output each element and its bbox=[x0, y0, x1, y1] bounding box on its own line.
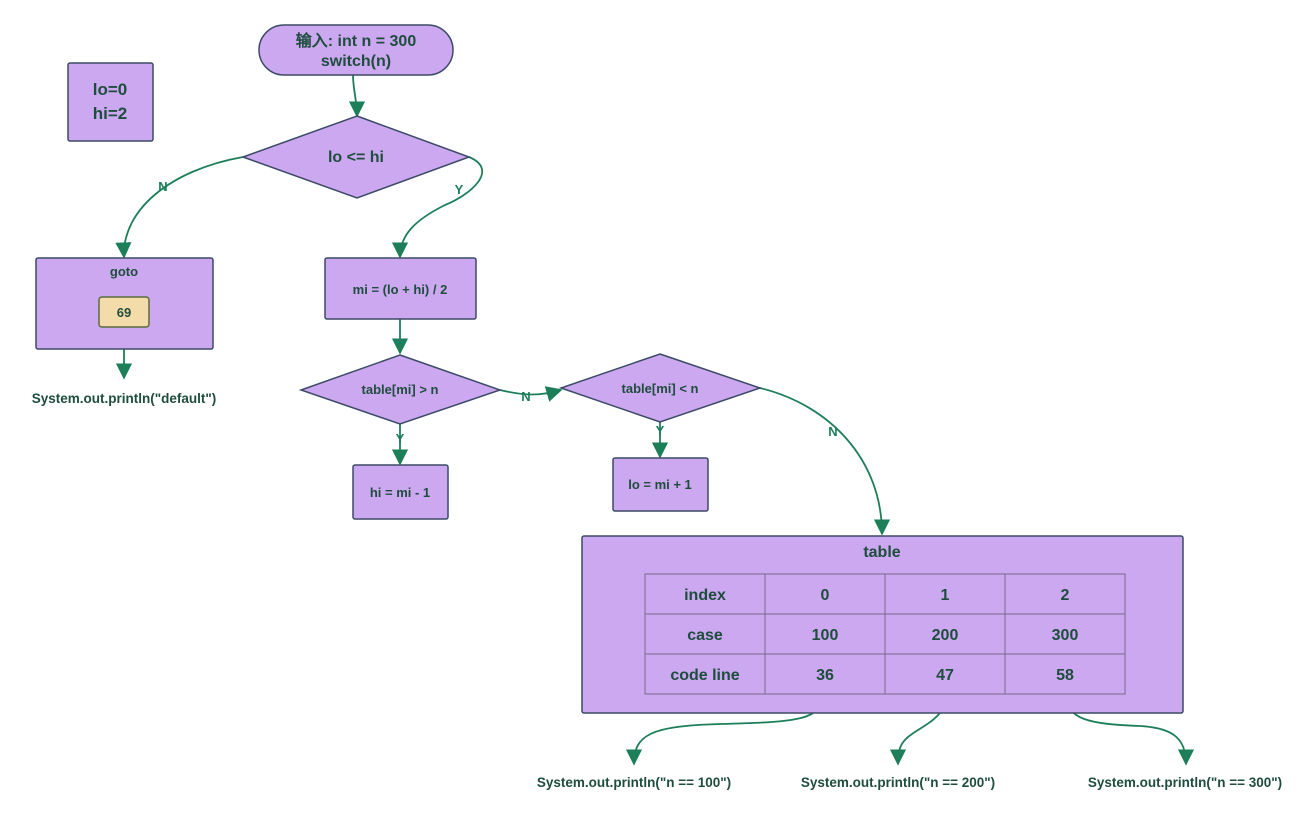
edge-input-to-cond bbox=[348, 74, 366, 118]
edge-lt-no-to-table bbox=[759, 387, 891, 536]
mi-calc-text: mi = (lo + hi) / 2 bbox=[353, 282, 448, 297]
edge-gt-no-to-lt bbox=[499, 386, 563, 402]
vars-hi: hi=2 bbox=[93, 104, 128, 123]
table-header-0: 0 bbox=[821, 587, 830, 604]
goto-value-box bbox=[98, 296, 150, 328]
table-row-case-1: 200 bbox=[932, 627, 959, 644]
table-row-codeline-0: 36 bbox=[816, 667, 834, 684]
node-cond-lo-hi: lo <= hi bbox=[240, 115, 472, 199]
table-row-codeline-2: 58 bbox=[1056, 667, 1074, 684]
input-line-2: switch(n) bbox=[321, 53, 391, 70]
default-output: System.out.println("default") bbox=[32, 391, 217, 406]
table-row-codeline-label: code line bbox=[670, 667, 739, 684]
node-lo-update: lo = mi + 1 bbox=[612, 457, 709, 512]
table-row-case-0: 100 bbox=[812, 627, 839, 644]
goto-title: goto bbox=[110, 264, 138, 279]
table-row-case-2: 300 bbox=[1052, 627, 1079, 644]
edge-cond-yes-to-mi bbox=[391, 156, 484, 259]
node-input: 输入: int n = 300 switch(n) bbox=[258, 24, 454, 76]
table-header-index: index bbox=[684, 587, 726, 604]
table-header-2: 2 bbox=[1061, 587, 1070, 604]
node-vars: lo=0 hi=2 bbox=[67, 62, 154, 142]
goto-value: 69 bbox=[117, 305, 131, 320]
node-goto: goto 69 bbox=[35, 257, 214, 350]
lo-update-text: lo = mi + 1 bbox=[628, 477, 692, 492]
vars-lo: lo=0 bbox=[93, 80, 128, 99]
hi-update-text: hi = mi - 1 bbox=[370, 485, 430, 500]
node-mi-calc: mi = (lo + hi) / 2 bbox=[324, 257, 477, 320]
cond-gt-text: table[mi] > n bbox=[362, 382, 439, 397]
edge-label-lt-no: N bbox=[828, 424, 837, 439]
node-cond-lt: table[mi] < n bbox=[558, 353, 763, 423]
table-row-codeline-1: 47 bbox=[936, 667, 954, 684]
table-title: table bbox=[863, 544, 900, 561]
table-header-1: 1 bbox=[941, 587, 950, 604]
node-cond-gt: table[mi] > n bbox=[298, 354, 503, 425]
cond-lo-hi-text: lo <= hi bbox=[328, 149, 384, 166]
edge-cond-no-to-goto bbox=[115, 156, 244, 259]
edge-label-gt-no: N bbox=[521, 389, 530, 404]
output-n-300: System.out.println("n == 300") bbox=[1088, 775, 1282, 790]
cond-lt-text: table[mi] < n bbox=[622, 381, 699, 396]
output-n-100: System.out.println("n == 100") bbox=[537, 775, 731, 790]
node-table: table index 0 1 2 case 100 200 300 code … bbox=[581, 535, 1184, 714]
edge-label-no-left: N bbox=[158, 179, 167, 194]
node-hi-update: hi = mi - 1 bbox=[352, 464, 449, 520]
table-row-case-label: case bbox=[687, 627, 723, 644]
edge-label-lt-yes: Y bbox=[656, 423, 665, 438]
edge-label-yes-right: Y bbox=[455, 182, 464, 197]
table-grid bbox=[644, 573, 1126, 695]
edge-label-gt-yes: Y bbox=[396, 431, 405, 446]
input-line-1: 输入: int n = 300 bbox=[296, 31, 417, 50]
output-n-200: System.out.println("n == 200") bbox=[801, 775, 995, 790]
edge-labels: N Y Y N Y N bbox=[158, 179, 837, 446]
